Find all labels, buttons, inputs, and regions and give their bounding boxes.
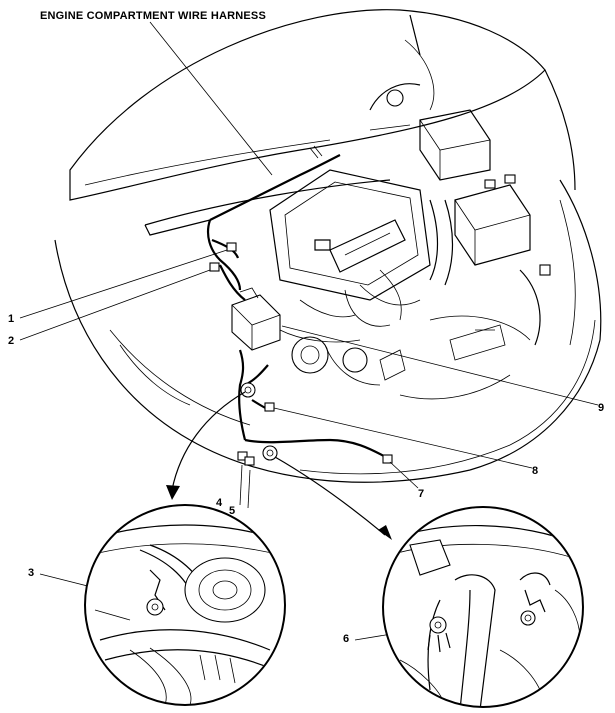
- connector-8-icon: [264, 402, 275, 412]
- detail-view-left: [84, 504, 286, 706]
- callout-8: 8: [532, 465, 539, 477]
- diagram-title: ENGINE COMPARTMENT WIRE HARNESS: [40, 10, 267, 22]
- callout-6: 6: [343, 633, 350, 645]
- detail-view-right: [382, 506, 584, 708]
- callout-3: 3: [28, 567, 35, 579]
- callout-7: 7: [418, 488, 425, 500]
- relay-box: [231, 287, 281, 351]
- vehicle-body-outline: [54, 69, 602, 483]
- callout-4: 4: [216, 497, 223, 509]
- connector-5-icon: [244, 456, 255, 466]
- callout-5: 5: [229, 505, 236, 517]
- connector-4-icon: [237, 451, 248, 461]
- battery-and-airbox: [369, 83, 551, 400]
- connector-1-icon: [226, 242, 237, 252]
- callout-9: 9: [598, 402, 605, 414]
- engine: [269, 169, 431, 386]
- connector-2-icon: [209, 262, 220, 272]
- callout-1: 1: [8, 313, 15, 325]
- wire-harness: [206, 145, 393, 466]
- callout-2: 2: [8, 335, 15, 347]
- connector-7-icon: [382, 454, 393, 464]
